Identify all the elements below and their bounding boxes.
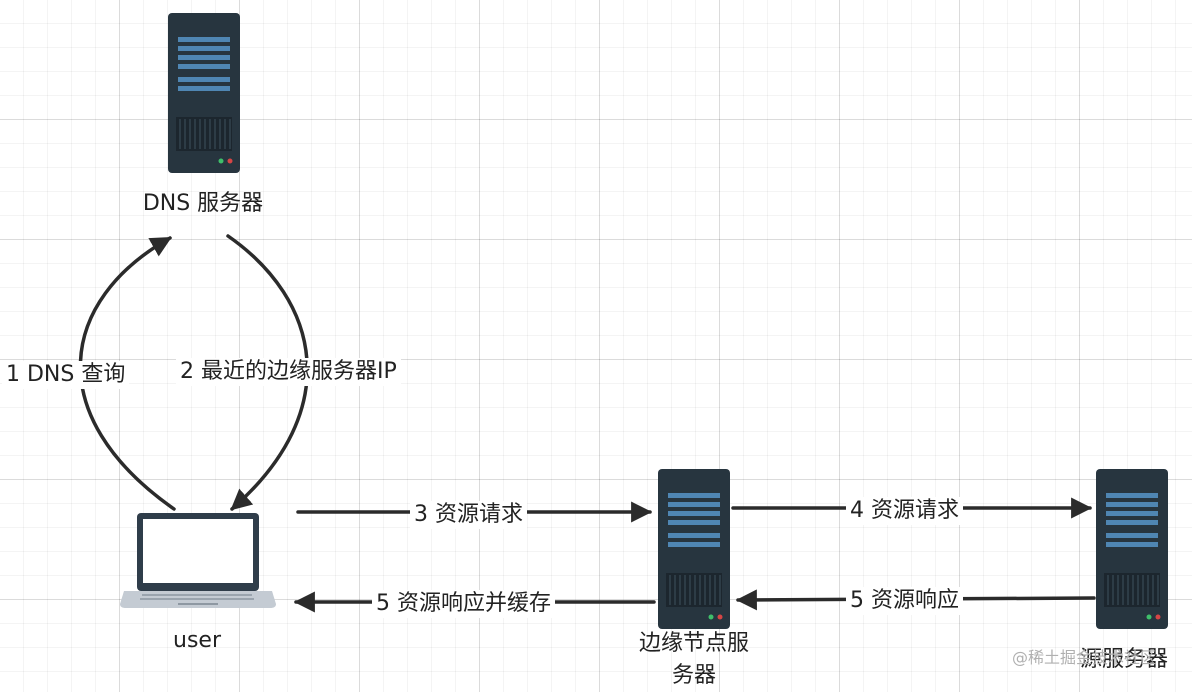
request-to-edge-label: 3 资源请求 bbox=[410, 501, 527, 529]
request-to-origin-label: 4 资源请求 bbox=[846, 497, 963, 525]
watermark: @稀土掘金技术社区 bbox=[1012, 648, 1157, 667]
dns-server-label: DNS 服务器 bbox=[142, 191, 264, 216]
edge-response-cache-label: 5 资源响应并缓存 bbox=[372, 590, 555, 618]
origin-response-label: 5 资源响应 bbox=[846, 587, 963, 615]
laptop-icon bbox=[120, 513, 276, 608]
origin-server-label: 源服务器 bbox=[1080, 647, 1169, 672]
dns-server-icon bbox=[168, 13, 240, 173]
edge-server-icon bbox=[658, 469, 730, 629]
origin-server-icon bbox=[1096, 469, 1168, 629]
dns-query-label: 1 DNS 查询 bbox=[2, 361, 130, 389]
user-label: user bbox=[173, 628, 221, 653]
nearest-edge-ip-label: 2 最近的边缘服务器IP bbox=[176, 358, 401, 386]
edge-server-label: 边缘节点服务器 bbox=[638, 631, 749, 688]
